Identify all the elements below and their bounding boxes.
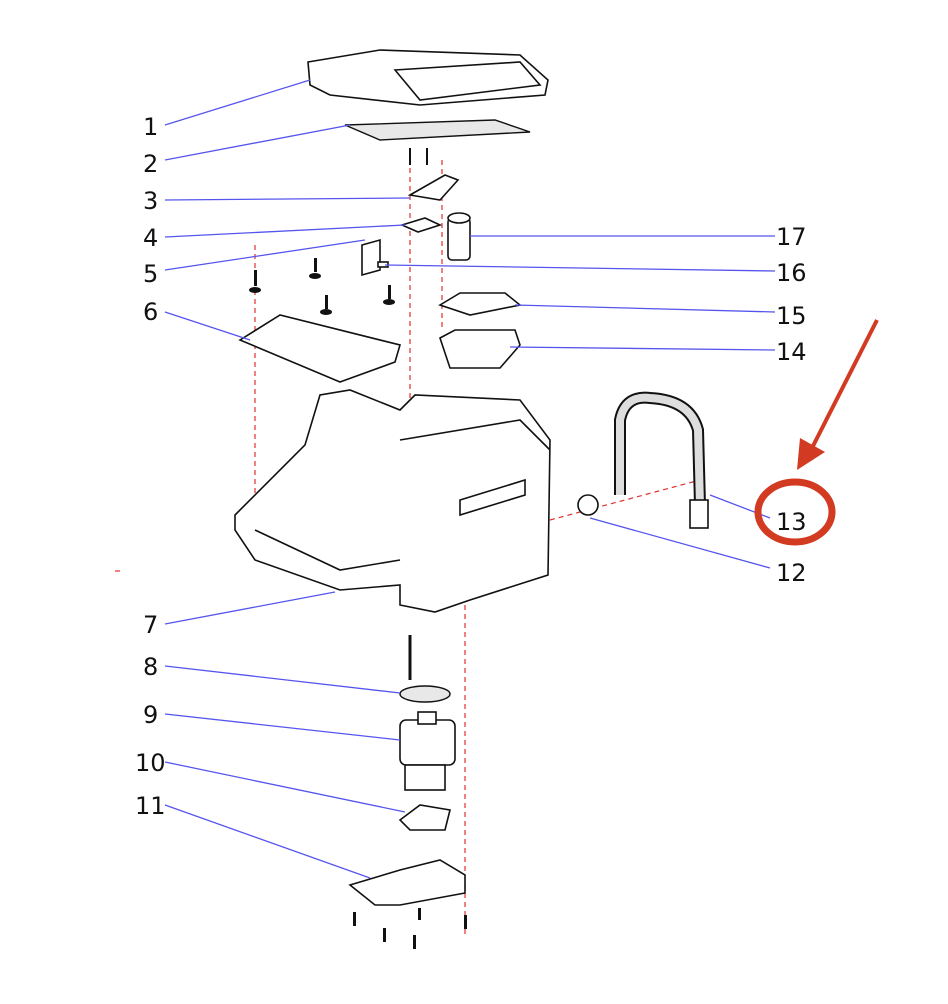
highlight-annotation [754,319,879,546]
red-arrow-shaft [810,319,879,449]
label-1: 1 [143,113,158,141]
part-17-tube [447,212,471,261]
part-6-tray-plate [238,314,402,383]
leader-lines [164,79,776,879]
screws [249,258,395,315]
label-5: 5 [143,260,158,288]
label-15: 15 [776,302,807,330]
label-16: 16 [776,259,807,287]
part-11-bottom-cover [348,859,466,906]
part-3-bracket [407,148,460,201]
label-13: 13 [776,508,807,536]
part-labels-right: 17 16 15 14 13 12 [776,223,807,587]
label-3: 3 [143,187,158,215]
part-8-washer [399,635,451,703]
part-2-gasket [344,119,531,141]
part-4-plate [399,217,443,233]
label-12: 12 [776,559,807,587]
part-5-bracket [361,238,381,277]
part-10-mount-plate [398,804,451,831]
label-2: 2 [143,150,158,178]
part-13-hose [614,391,709,529]
part-1-top-cover [307,49,549,106]
red-arrow-head-icon [797,438,825,470]
highlight-circle [754,478,836,546]
label-17: 17 [776,223,807,251]
part-9-motor [399,711,456,791]
part-12-clamp [577,494,599,516]
part-15-filter-lid [438,292,522,316]
label-7: 7 [143,611,158,639]
part-7-main-housing [234,389,551,613]
label-10: 10 [135,749,166,777]
label-14: 14 [776,338,807,366]
label-11: 11 [135,792,166,820]
bottom-screws [353,908,467,949]
label-4: 4 [143,224,158,252]
part-labels-left: 1 2 3 4 5 6 7 8 9 10 11 [135,113,166,820]
label-8: 8 [143,653,158,681]
part-14-filter-tray [439,329,521,369]
label-6: 6 [143,298,158,326]
label-9: 9 [143,701,158,729]
